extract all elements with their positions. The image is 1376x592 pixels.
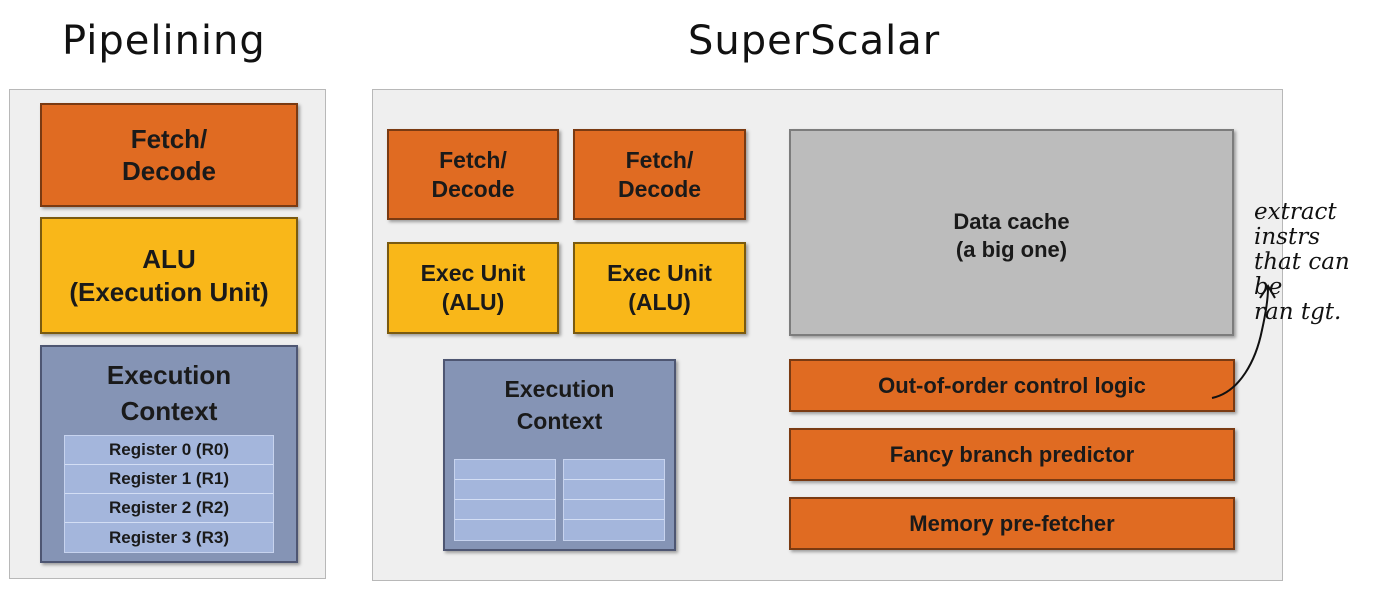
register-cell	[455, 460, 555, 480]
register-cell	[455, 520, 555, 540]
register-cell	[564, 500, 664, 520]
ss-data-cache-box: Data cache (a big one)	[789, 129, 1234, 336]
register-row: Register 2 (R2)	[65, 494, 273, 523]
ss-branch-predictor-box: Fancy branch predictor	[789, 428, 1235, 481]
ss-fetch-decode-box-2: Fetch/ Decode	[573, 129, 746, 220]
ss-exec-unit-box-1: Exec Unit (ALU)	[387, 242, 559, 334]
pipe-register-table: Register 0 (R0) Register 1 (R1) Register…	[64, 435, 274, 553]
ss-register-table-left	[454, 459, 556, 541]
ss-ooo-logic-box: Out-of-order control logic	[789, 359, 1235, 412]
superscalar-title: SuperScalar	[688, 18, 941, 64]
ss-register-table-right	[563, 459, 665, 541]
pipe-alu-box: ALU (Execution Unit)	[40, 217, 298, 334]
ss-exec-unit-box-2: Exec Unit (ALU)	[573, 242, 746, 334]
ss-execution-context-label: Execution Context	[504, 376, 615, 434]
ss-prefetcher-box: Memory pre-fetcher	[789, 497, 1235, 550]
register-cell	[455, 480, 555, 500]
register-row: Register 1 (R1)	[65, 465, 273, 494]
register-cell	[564, 460, 664, 480]
ss-fetch-decode-box-1: Fetch/ Decode	[387, 129, 559, 220]
register-row: Register 3 (R3)	[109, 527, 229, 547]
register-row: Register 0 (R0)	[65, 436, 273, 465]
ss-execution-context-box: Execution Context	[443, 359, 676, 551]
register-cell	[564, 520, 664, 540]
register-cell	[564, 480, 664, 500]
pipe-execution-context-label: Execution Context	[106, 360, 232, 426]
pipe-fetch-decode-box: Fetch/ Decode	[40, 103, 298, 207]
pipe-execution-context-box: Execution Context Register 0 (R0) Regist…	[40, 345, 298, 563]
handwritten-note: extract instrs that can be ran tgt.	[1254, 199, 1350, 325]
pipelining-title: Pipelining	[62, 18, 266, 64]
register-cell	[455, 500, 555, 520]
